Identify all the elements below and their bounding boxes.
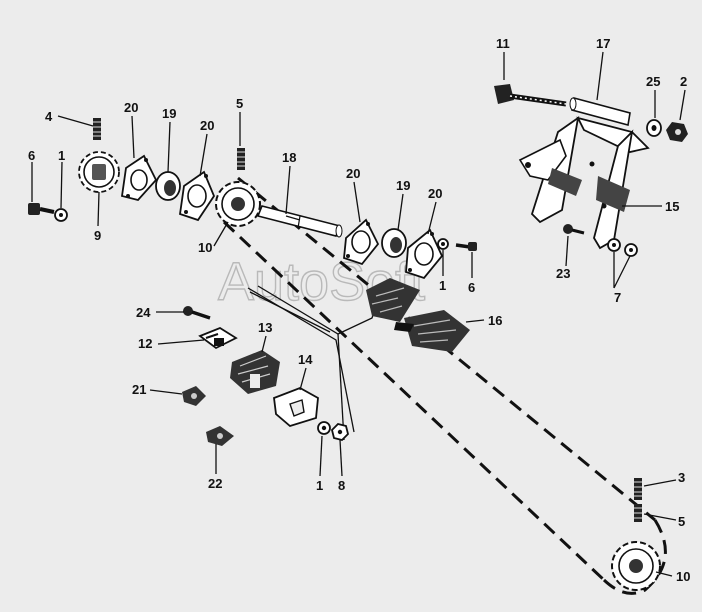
callout-23: 23 bbox=[556, 266, 570, 281]
callout-20a: 20 bbox=[124, 100, 138, 115]
sprocket-10b bbox=[611, 541, 661, 591]
callout-22: 22 bbox=[208, 476, 222, 491]
callout-19a: 19 bbox=[162, 106, 176, 121]
clip-12 bbox=[198, 326, 238, 350]
callout-16: 16 bbox=[488, 313, 502, 328]
callout-25: 25 bbox=[646, 74, 660, 89]
sleeve-17 bbox=[569, 96, 631, 127]
bracket-15 bbox=[518, 116, 650, 250]
nuts-7 bbox=[607, 238, 638, 257]
clamp-21 bbox=[182, 386, 206, 406]
sprocket-9 bbox=[78, 151, 120, 193]
bearing-19a bbox=[155, 171, 181, 201]
stud-5b bbox=[634, 504, 642, 522]
gasket-20b bbox=[179, 170, 216, 222]
callout-9: 9 bbox=[94, 228, 101, 243]
bolt-6b bbox=[455, 242, 477, 251]
nut-8 bbox=[331, 423, 349, 441]
nut-1 bbox=[54, 208, 68, 222]
callout-8: 8 bbox=[338, 478, 345, 493]
sprocket-10a bbox=[215, 181, 261, 227]
callout-5b: 5 bbox=[678, 514, 685, 529]
stud-4 bbox=[93, 118, 101, 140]
callout-12: 12 bbox=[138, 336, 152, 351]
callout-6a: 6 bbox=[28, 148, 35, 163]
gasket-20d bbox=[405, 228, 444, 280]
callout-5a: 5 bbox=[236, 96, 243, 111]
bolt-6 bbox=[28, 203, 55, 215]
callout-21: 21 bbox=[132, 382, 146, 397]
callout-2: 2 bbox=[680, 74, 687, 89]
callout-1b: 1 bbox=[439, 278, 446, 293]
bearing-19b bbox=[381, 228, 407, 258]
callout-1c: 1 bbox=[316, 478, 323, 493]
drive-sprocket-group bbox=[28, 118, 261, 227]
callout-15: 15 bbox=[665, 199, 679, 214]
callout-13: 13 bbox=[258, 320, 272, 335]
callout-20c: 20 bbox=[346, 166, 360, 181]
callout-10a: 10 bbox=[198, 240, 212, 255]
gasket-20a bbox=[120, 154, 158, 202]
gasket-20c bbox=[343, 218, 380, 266]
callout-20b: 20 bbox=[200, 118, 214, 133]
callout-labels: 11 17 25 2 15 23 7 4 20 19 20 5 6 1 9 10… bbox=[28, 36, 690, 584]
callout-6b: 6 bbox=[468, 280, 475, 295]
callout-18: 18 bbox=[282, 150, 296, 165]
nut-2 bbox=[666, 122, 688, 142]
callout-20d: 20 bbox=[428, 186, 442, 201]
stud-3 bbox=[634, 478, 642, 500]
callout-24: 24 bbox=[136, 305, 151, 320]
callout-7: 7 bbox=[614, 290, 621, 305]
callout-3: 3 bbox=[678, 470, 685, 485]
bolt-23 bbox=[563, 224, 585, 235]
bolt-24 bbox=[183, 306, 211, 320]
washer-1b bbox=[437, 238, 449, 250]
callout-19b: 19 bbox=[396, 178, 410, 193]
pad-13 bbox=[230, 350, 280, 394]
leader-lines bbox=[31, 51, 686, 577]
block-16 bbox=[366, 278, 470, 352]
clamp-22 bbox=[206, 426, 234, 446]
stud-5a bbox=[237, 148, 245, 170]
callout-17: 17 bbox=[596, 36, 610, 51]
plate-14 bbox=[273, 387, 319, 428]
callout-10b: 10 bbox=[676, 569, 690, 584]
callout-1a: 1 bbox=[58, 148, 65, 163]
washer-1c bbox=[317, 421, 331, 435]
callout-11: 11 bbox=[496, 36, 510, 51]
washer-25 bbox=[646, 119, 662, 137]
bearing-group-right bbox=[343, 218, 477, 280]
tensioner-bracket-assembly bbox=[494, 84, 688, 257]
shaft-18 bbox=[256, 205, 343, 238]
callout-14: 14 bbox=[298, 352, 313, 367]
bolt-11 bbox=[494, 84, 567, 107]
callout-4: 4 bbox=[45, 109, 53, 124]
